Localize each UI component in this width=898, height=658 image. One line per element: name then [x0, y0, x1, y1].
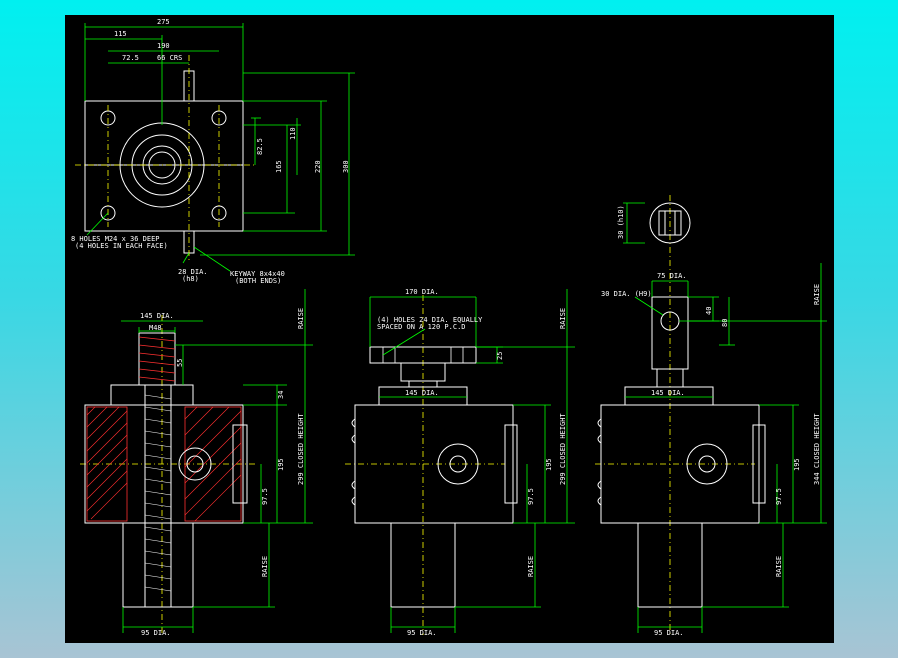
cad-viewport[interactable]: 275 115 190 72.5 66 CRS 82.5 110 165 220… [65, 15, 834, 643]
dim-110: 110 [289, 127, 297, 140]
clv-closed-height: 344 CLOSED HEIGHT [813, 413, 821, 485]
sec-closed-height: 299 CLOSED HEIGHT [297, 413, 305, 485]
dim-190: 190 [157, 42, 170, 50]
clv-dim-145: 145 DIA. [651, 389, 685, 397]
flg-dim-25: 25 [496, 352, 504, 360]
flg-holes-1: (4) HOLES 24 DIA. EQUALLY [377, 316, 483, 324]
clv-dim-80: 80 [721, 319, 729, 327]
dim-165: 165 [275, 160, 283, 173]
flg-raise-top: RAISE [559, 308, 567, 329]
section-view: 145 DIA. M48 55 34 RAISE 299 CLOSED HEIG… [80, 289, 313, 637]
sec-raise-bottom: RAISE [261, 556, 269, 577]
clv-dim-97-5: 97.5 [775, 488, 783, 505]
sec-dim-195: 195 [277, 458, 285, 471]
flg-dim-95: 95 DIA. [407, 629, 437, 637]
flg-dim-97-5: 97.5 [527, 488, 535, 505]
dim-115: 115 [114, 30, 127, 38]
keyway-note-2: (BOTH ENDS) [235, 277, 281, 285]
dim-66-crs: 66 CRS [157, 54, 182, 62]
sec-dim-34: 34 [277, 391, 285, 399]
flg-dim-170: 170 DIA. [405, 288, 439, 296]
flg-dim-145: 145 DIA. [405, 389, 439, 397]
shaft-tolerance: (h8) [182, 275, 199, 283]
clv-raise-top: RAISE [813, 284, 821, 305]
thread-lines [138, 336, 176, 382]
clv-dim-95: 95 DIA. [654, 629, 684, 637]
flg-dim-195: 195 [545, 458, 553, 471]
dim-275: 275 [157, 18, 170, 26]
sec-dim-97-5: 97.5 [261, 488, 269, 505]
flg-closed-height: 299 CLOSED HEIGHT [559, 413, 567, 485]
dim-72-5: 72.5 [122, 54, 139, 62]
clv-dim-75: 75 DIA. [657, 272, 687, 280]
sec-dim-145: 145 DIA. [140, 312, 174, 320]
flange-view: 170 DIA. (4) HOLES 24 DIA. EQUALLY SPACE… [345, 288, 575, 637]
cooling-fins-left-2 [597, 418, 602, 506]
sec-raise-top: RAISE [297, 308, 305, 329]
clv-dim-195: 195 [793, 458, 801, 471]
hatched-section [86, 406, 242, 522]
dim-82-5: 82.5 [256, 138, 264, 155]
clv-raise-bottom: RAISE [775, 556, 783, 577]
clv-dim-40: 40 [705, 307, 713, 315]
holes-note-1: 8 HOLES M24 x 36 DEEP [71, 235, 160, 243]
top-view: 275 115 190 72.5 66 CRS 82.5 110 165 220… [71, 18, 355, 285]
cooling-fins-left [351, 418, 356, 506]
dim-220: 220 [314, 160, 322, 173]
keyway-note: KEYWAY 8x4x40 [230, 270, 285, 278]
shaft-dia: 28 DIA. [178, 268, 208, 276]
flg-raise-bottom: RAISE [527, 556, 535, 577]
clv-dim-30-h10: 30 (h10) [617, 205, 625, 239]
sec-thread: M48 [149, 324, 162, 332]
clv-dim-30-h9: 30 DIA. (H9) [601, 290, 652, 298]
sec-dim-95: 95 DIA. [141, 629, 171, 637]
dim-300: 300 [342, 160, 350, 173]
sec-dim-55: 55 [176, 359, 184, 367]
drawing-canvas: 275 115 190 72.5 66 CRS 82.5 110 165 220… [71, 18, 827, 637]
clevis-view: 30 (h10) 75 DIA. 30 DIA. (H9) 40 80 RAIS… [595, 195, 827, 637]
holes-note-2: (4 HOLES IN EACH FACE) [75, 242, 168, 250]
flg-holes-2: SPACED ON A 120 P.C.D [377, 323, 466, 331]
